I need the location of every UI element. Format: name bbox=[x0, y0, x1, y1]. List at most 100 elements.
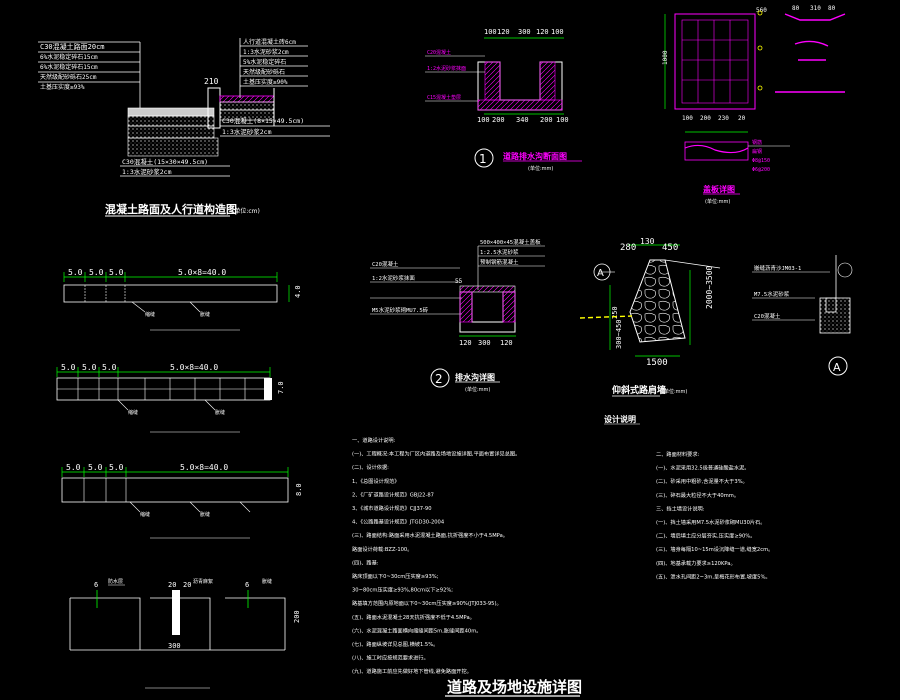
note-right-line-2: (一)、水泥采用32.5级普通硅酸盐水泥。 bbox=[656, 464, 749, 472]
d1-top-dim-4: 120 bbox=[536, 28, 549, 36]
pavement-title: 混凝土路面及人行道构造图 bbox=[105, 202, 237, 216]
pave-right-label-5: 土基压实度≥90% bbox=[243, 78, 288, 86]
d2-dim-1: 55 bbox=[455, 278, 463, 285]
detail-1-ditch: 100 120 300 120 100 C20混凝土 1:2水泥砂浆抹面 C15… bbox=[425, 28, 582, 172]
grate-rebar-dim-1: 80 bbox=[792, 5, 800, 12]
d1-top-dim-2: 120 bbox=[497, 28, 510, 36]
joint-layout-a: 5.0 5.0 5.0 5.0×8=40.0 4.0 缩缝 胀缝 bbox=[63, 268, 302, 331]
joint-a-dim-3: 5.0 bbox=[109, 268, 124, 277]
grate-label-1: 钢筋 bbox=[752, 139, 762, 146]
d2-scale: (单位:mm) bbox=[465, 386, 490, 393]
pave-right-label-1: 人行道混凝土砖6cm bbox=[243, 38, 296, 46]
note-left-line-16: (七)、路面纵坡详见总图,横坡1.5%。 bbox=[352, 640, 438, 648]
wall-dim-2: 20 bbox=[168, 581, 176, 589]
bottom-label-1: C30混凝土(15×30×49.5cm) bbox=[122, 157, 208, 166]
d1-top-dim-5: 100 bbox=[551, 28, 564, 36]
joint-c-label-1: 缩缝 bbox=[140, 511, 150, 518]
detail-grate: 1000 560 100 200 230 20 80 310 80 钢筋 扁钢 … bbox=[662, 5, 846, 205]
notes-left-column: 一、道路设计说明: (一)、工程概况:本工程为厂区内道路及场地设施详图,平面布置详… bbox=[352, 436, 520, 675]
wall-scale: (单位:mm) bbox=[662, 388, 687, 395]
note-right-line-9: (四)、地基承载力要求≥120KPa。 bbox=[656, 559, 736, 567]
note-right-line-1: 二、路面材料要求: bbox=[656, 450, 700, 458]
joint-c-dim-1: 5.0 bbox=[66, 463, 81, 472]
note-left-line-7: 4、《公路路基设计规范》JTGD30-2004 bbox=[352, 518, 445, 526]
grate-title: 盖板详图 bbox=[703, 184, 735, 194]
grate-scale: (单位:mm) bbox=[705, 198, 730, 205]
d1-bot-dim-3: 340 bbox=[516, 116, 529, 124]
grate-dim-1000: 1000 bbox=[662, 50, 669, 65]
d2-dim-3: 300 bbox=[478, 339, 491, 347]
joint-a-dim-2: 5.0 bbox=[89, 268, 104, 277]
note-right-line-6: (一)、挡土墙采用M7.5水泥砂浆砌MU30片石。 bbox=[656, 518, 765, 526]
joint-detail-bottom: 防水层 沥青麻絮 胀缝 6 20 20 6 300 200 bbox=[69, 578, 301, 689]
note-left-line-12: 30~80cm压实度≥93%,80cm以下≥92%; bbox=[352, 586, 453, 594]
joint-b-dim-2: 5.0 bbox=[82, 363, 97, 372]
grate-rebar-dim-2: 310 bbox=[810, 5, 821, 12]
note-left-line-14: (五)、路面水泥混凝土28天抗折强度不低于4.5MPa。 bbox=[352, 613, 475, 621]
joint-c-height: 8.0 bbox=[295, 483, 303, 496]
note-right-line-8: (三)、墙身每隔10~15m设沉降缝一道,缝宽2cm。 bbox=[656, 545, 773, 553]
note-right-line-4: (三)、碎石最大粒径不大于40mm。 bbox=[656, 491, 739, 499]
joint-c-dim-2: 5.0 bbox=[88, 463, 103, 472]
note-right-line-5: 三、挡土墙设计说明: bbox=[656, 504, 705, 512]
d2-label-5: 1:2水泥砂浆抹面 bbox=[372, 274, 415, 282]
wall-dim-3: 20 bbox=[183, 581, 191, 589]
grate-bot-dim-4: 20 bbox=[738, 115, 746, 122]
wall-dim-280: 280 bbox=[620, 243, 636, 253]
note-left-line-6: 3、《城市道路设计规范》CJJ37-90 bbox=[352, 504, 432, 512]
joint-b-dim-3: 5.0 bbox=[102, 363, 117, 372]
d1-number: 1 bbox=[479, 152, 487, 166]
notes-heading: 设计说明 bbox=[604, 414, 636, 424]
wall-label-2: 沥青麻絮 bbox=[193, 578, 213, 585]
d1-top-dim-1: 100 bbox=[484, 28, 497, 36]
joint-b-label-2: 胀缝 bbox=[215, 409, 225, 416]
note-left-line-3: (二)、设计依据: bbox=[352, 463, 389, 471]
d2-title: 排水沟详图 bbox=[455, 372, 495, 382]
d1-bot-dim-4: 200 bbox=[540, 116, 553, 124]
grate-bot-dim-3: 230 bbox=[718, 115, 729, 122]
wall-dim-6: 200 bbox=[293, 610, 301, 623]
detail-a: 嵌缝沥青沙JM03-1 M7.5水泥砂浆 C20混凝土 A bbox=[752, 255, 853, 376]
pavement-section: C30混凝土路面20cm 6%水泥稳定碎石15cm 6%水泥稳定碎石15cm 天… bbox=[38, 38, 330, 217]
a-marker: A bbox=[833, 361, 841, 374]
note-left-line-4: 1、《总图设计规范》 bbox=[352, 477, 399, 485]
wall-dim-130: 130 bbox=[640, 237, 655, 246]
d1-scale: (单位:mm) bbox=[528, 165, 553, 172]
note-left-line-11: 路床顶面以下0~30cm压实度≥93%; bbox=[352, 572, 439, 580]
note-right-line-3: (二)、砂采用中粗砂,含泥量不大于3%。 bbox=[656, 477, 748, 485]
note-left-line-5: 2、《厂矿道路设计规范》GBJ22-87 bbox=[352, 490, 434, 498]
d1-top-dim-3: 300 bbox=[518, 28, 531, 36]
d1-bot-dim-1: 100 bbox=[477, 116, 490, 124]
note-left-line-2: (一)、工程概况:本工程为厂区内道路及场地设施详图,平面布置详见总图。 bbox=[352, 450, 520, 458]
joint-c-dim-3: 5.0 bbox=[109, 463, 124, 472]
note-left-line-1: 一、道路设计说明: bbox=[352, 436, 396, 444]
a-label-2: M7.5水泥砂浆 bbox=[754, 290, 790, 298]
grate-rebar-dim-3: 80 bbox=[828, 5, 836, 12]
pave-right-label-3: 5%水泥稳定碎石 bbox=[243, 58, 286, 66]
d1-bot-dim-5: 100 bbox=[556, 116, 569, 124]
joint-a-dim-4: 5.0×8=40.0 bbox=[178, 268, 226, 277]
d2-label-3: 预制钢筋混凝土 bbox=[480, 258, 519, 266]
d1-label-1: C20混凝土 bbox=[427, 49, 451, 56]
wall-marker-a: A bbox=[597, 268, 604, 279]
grate-label-4: Φ6@200 bbox=[752, 167, 770, 173]
d1-label-2: 1:2水泥砂浆抹面 bbox=[427, 65, 466, 72]
d2-label-4: C20混凝土 bbox=[372, 260, 399, 268]
grate-label-2: 扁钢 bbox=[752, 148, 762, 155]
note-left-line-18: (九)、道路施工前应先做好地下管线,避免路面开挖。 bbox=[352, 667, 472, 675]
pave-right-label-4: 天然级配砂砾石 bbox=[243, 68, 285, 76]
d1-title: 道路排水沟断面图 bbox=[503, 151, 567, 161]
joint-b-dim-1: 5.0 bbox=[61, 363, 76, 372]
pave-left-label-4: 天然级配砂砾石25cm bbox=[40, 73, 97, 81]
curb-label: C30混凝土(8×15×49.5cm) bbox=[222, 116, 304, 125]
note-left-line-15: (六)、水泥混凝土路面横向缩缝间距5m,胀缝间距40m。 bbox=[352, 626, 481, 634]
pave-right-label-2: 1:3水泥砂浆2cm bbox=[243, 48, 289, 56]
wall-dim-4: 6 bbox=[245, 581, 249, 589]
design-notes: 设计说明 bbox=[604, 414, 640, 425]
wall-dim-250: 250 bbox=[611, 306, 619, 319]
wall-dim-450: 450 bbox=[662, 243, 678, 253]
grate-dim-side-2: 560 bbox=[756, 7, 767, 14]
notes-right-column: 二、路面材料要求: (一)、水泥采用32.5级普通硅酸盐水泥。 (二)、砂采用中粗砂… bbox=[656, 450, 773, 580]
d2-label-6: M5水泥砂浆砌MU7.5砖 bbox=[372, 306, 429, 314]
